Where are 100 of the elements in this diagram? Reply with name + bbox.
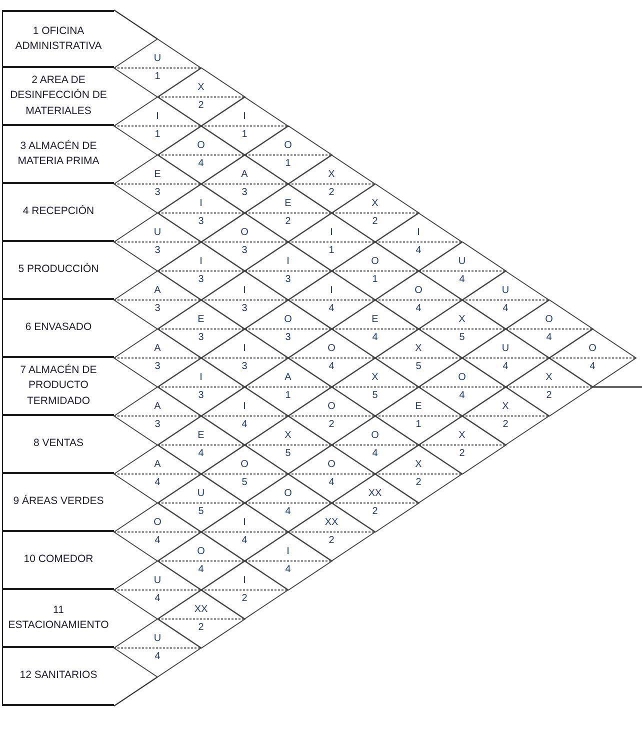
reason-code: 1: [154, 130, 160, 140]
reason-code: 4: [328, 362, 334, 372]
closeness-rating: O: [328, 344, 336, 354]
reason-code: 4: [372, 449, 378, 459]
closeness-rating: A: [154, 460, 161, 470]
department-name: 4 RECEPCIÓN: [22, 204, 94, 220]
closeness-rating: O: [154, 518, 162, 528]
closeness-rating: O: [240, 228, 248, 238]
reason-code: 4: [154, 478, 160, 488]
closeness-rating: XX: [324, 518, 338, 528]
closeness-rating: O: [328, 460, 336, 470]
closeness-rating: I: [243, 576, 246, 586]
reason-code: 2: [416, 478, 422, 488]
closeness-rating: O: [240, 460, 248, 470]
reason-code: 4: [416, 304, 422, 314]
closeness-rating: X: [502, 402, 509, 412]
reason-code: 2: [459, 449, 465, 459]
closeness-rating: U: [154, 576, 162, 586]
closeness-rating: O: [328, 402, 336, 412]
closeness-rating: O: [371, 257, 379, 267]
reason-code: 5: [416, 362, 422, 372]
closeness-rating: U: [458, 257, 466, 267]
reason-code: 2: [372, 507, 378, 517]
reason-code: 3: [198, 217, 204, 227]
department-box: [2, 126, 114, 184]
reason-code: 4: [154, 652, 160, 662]
closeness-rating: U: [502, 286, 510, 296]
department-name: 5 PRODUCCIÓN: [18, 262, 99, 278]
closeness-rating: I: [243, 286, 246, 296]
reason-code: 5: [372, 391, 378, 401]
reason-code: 1: [154, 72, 160, 82]
department-name: 8 VENTAS: [34, 436, 84, 452]
closeness-rating: X: [372, 373, 378, 383]
reason-code: 4: [459, 391, 465, 401]
reason-code: 4: [198, 565, 204, 575]
reason-code: 4: [502, 362, 508, 372]
department-box: [2, 474, 114, 532]
reason-code: 3: [154, 420, 160, 430]
reason-code: 3: [242, 246, 248, 256]
closeness-rating: I: [200, 257, 202, 267]
closeness-rating: X: [546, 373, 552, 383]
reason-code: 4: [459, 275, 465, 285]
reason-code: 4: [416, 246, 422, 256]
department-box: [2, 300, 114, 358]
reason-code: 2: [328, 188, 334, 198]
closeness-rating: I: [330, 228, 333, 238]
reason-code: 4: [502, 304, 508, 314]
reason-code: 4: [154, 536, 160, 546]
reason-code: 4: [372, 333, 378, 343]
closeness-rating: I: [243, 112, 246, 122]
reason-code: 3: [242, 188, 248, 198]
closeness-rating: I: [417, 228, 420, 238]
department-box: [2, 68, 114, 126]
closeness-rating: X: [415, 460, 422, 470]
reason-code: 3: [198, 391, 204, 401]
closeness-rating: O: [588, 344, 596, 354]
closeness-rating: X: [284, 431, 292, 441]
department-name: 10 COMEDOR: [24, 552, 94, 568]
department-name: 6 ENVASADO: [25, 320, 92, 336]
reason-code: 1: [285, 159, 291, 169]
closeness-rating: I: [200, 199, 202, 209]
reason-code: 3: [285, 333, 291, 343]
department-name: 7 ALMACÉN DE PRODUCTO TERMIDADO: [19, 363, 98, 409]
closeness-rating: A: [284, 373, 292, 383]
reason-code: 3: [154, 362, 160, 372]
closeness-rating: O: [197, 547, 205, 557]
reason-code: 5: [285, 449, 291, 459]
department-box: [2, 416, 114, 474]
department-name: 9 ÁREAS VERDES: [13, 494, 104, 510]
reason-code: 4: [198, 159, 204, 169]
closeness-rating: I: [243, 344, 246, 354]
department-box: [2, 590, 114, 648]
department-box: [2, 242, 114, 300]
reason-code: 3: [242, 304, 248, 314]
reason-code: 5: [459, 333, 465, 343]
reason-code: 4: [242, 420, 248, 430]
department-name: 1 OFICINA ADMINISTRATIVA: [14, 24, 103, 54]
reason-code: 1: [416, 420, 422, 430]
reason-code: 4: [285, 507, 291, 517]
relationship-diamond: [158, 68, 244, 126]
closeness-rating: O: [284, 141, 292, 151]
closeness-rating: E: [154, 170, 161, 180]
reason-code: 2: [546, 391, 552, 401]
closeness-rating: E: [198, 431, 204, 441]
closeness-rating: X: [372, 199, 378, 209]
closeness-rating: XX: [368, 489, 382, 499]
reason-code: 2: [285, 217, 291, 227]
closeness-rating: U: [502, 344, 510, 354]
reason-code: 1: [328, 246, 334, 256]
department-box: [2, 358, 114, 416]
closeness-rating: A: [154, 344, 161, 354]
reason-code: 2: [372, 217, 378, 227]
reason-code: 2: [242, 594, 248, 604]
reason-code: 4: [154, 594, 160, 604]
closeness-rating: I: [286, 257, 290, 267]
closeness-rating: E: [415, 402, 422, 412]
reason-code: 3: [198, 275, 204, 285]
closeness-rating: I: [243, 518, 246, 528]
reason-code: 2: [328, 420, 334, 430]
reason-code: 4: [328, 304, 334, 314]
